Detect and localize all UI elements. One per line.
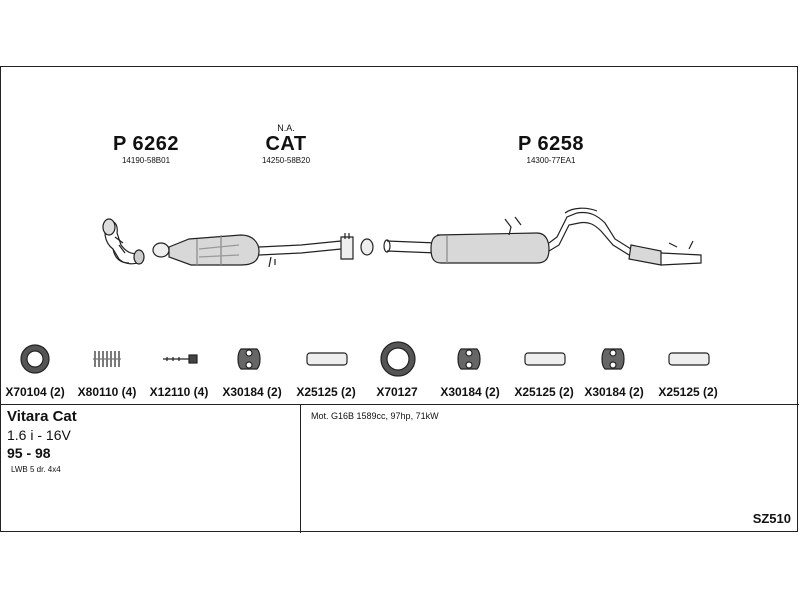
pipe-clamp-icon bbox=[668, 352, 710, 366]
kit-item-label: X25125 (2) bbox=[514, 385, 574, 399]
gasket-ring-icon bbox=[20, 344, 50, 374]
vehicle-years: 95 - 98 bbox=[7, 445, 51, 461]
part-label-p6258: P 6258 14300-77EA1 bbox=[506, 133, 596, 165]
part-prefix: N.A. bbox=[277, 123, 295, 133]
kit-icons-row bbox=[20, 341, 710, 377]
kit-item-label: X25125 (2) bbox=[658, 385, 718, 399]
info-divider-horizontal bbox=[1, 404, 799, 405]
kit-item-label: X80110 (4) bbox=[77, 385, 137, 399]
part-number: CAT bbox=[265, 133, 307, 155]
rubber-hanger-icon bbox=[237, 348, 261, 370]
part-label-cat: N.A. CAT 14250-58B20 bbox=[246, 123, 326, 165]
diagram-frame: P 6262 14190-58B01 N.A. CAT 14250-58B20 … bbox=[0, 66, 799, 533]
pipe-clamp-icon bbox=[524, 352, 566, 366]
front-pipe-p6262 bbox=[102, 218, 145, 265]
info-divider-vertical bbox=[300, 404, 301, 533]
kit-item-label: X30184 (2) bbox=[222, 385, 282, 399]
kit-item-label: X30184 (2) bbox=[440, 385, 500, 399]
rubber-hanger-icon bbox=[457, 348, 481, 370]
exhaust-system-drawing bbox=[102, 207, 702, 268]
part-number: P 6262 bbox=[112, 133, 180, 155]
kit-item-label: X25125 (2) bbox=[296, 385, 356, 399]
part-oem-code: 14250-58B20 bbox=[261, 156, 311, 165]
kit-item-label: X70104 (2) bbox=[5, 385, 65, 399]
kit-item-label: X70127 bbox=[376, 385, 418, 399]
vehicle-engine: 1.6 i - 16V bbox=[7, 427, 71, 443]
vehicle-model: Vitara Cat bbox=[7, 408, 77, 425]
part-number: P 6258 bbox=[517, 133, 585, 155]
part-label-p6262: P 6262 14190-58B01 bbox=[101, 133, 191, 165]
pipe-clamp-icon bbox=[306, 352, 348, 366]
rubber-hanger-icon bbox=[601, 348, 625, 370]
vehicle-info: Vitara Cat 1.6 i - 16V 95 - 98 LWB 5 dr.… bbox=[7, 408, 297, 474]
reference-code: SZ510 bbox=[752, 511, 791, 526]
spring-icon bbox=[93, 351, 121, 367]
kit-item-label: X30184 (2) bbox=[584, 385, 644, 399]
kit-item-label: X12110 (4) bbox=[149, 385, 209, 399]
vehicle-body: LWB 5 dr. 4x4 bbox=[11, 465, 61, 474]
bolt-icon bbox=[163, 354, 198, 364]
part-oem-code: 14190-58B01 bbox=[121, 156, 171, 165]
part-oem-code: 14300-77EA1 bbox=[526, 156, 576, 165]
rear-pipe-p6258 bbox=[360, 207, 702, 266]
motor-info: Mot. G16B 1589cc, 97hp, 71kW bbox=[311, 411, 439, 421]
catalytic-converter bbox=[152, 233, 354, 268]
gasket-ring-icon bbox=[380, 341, 416, 377]
